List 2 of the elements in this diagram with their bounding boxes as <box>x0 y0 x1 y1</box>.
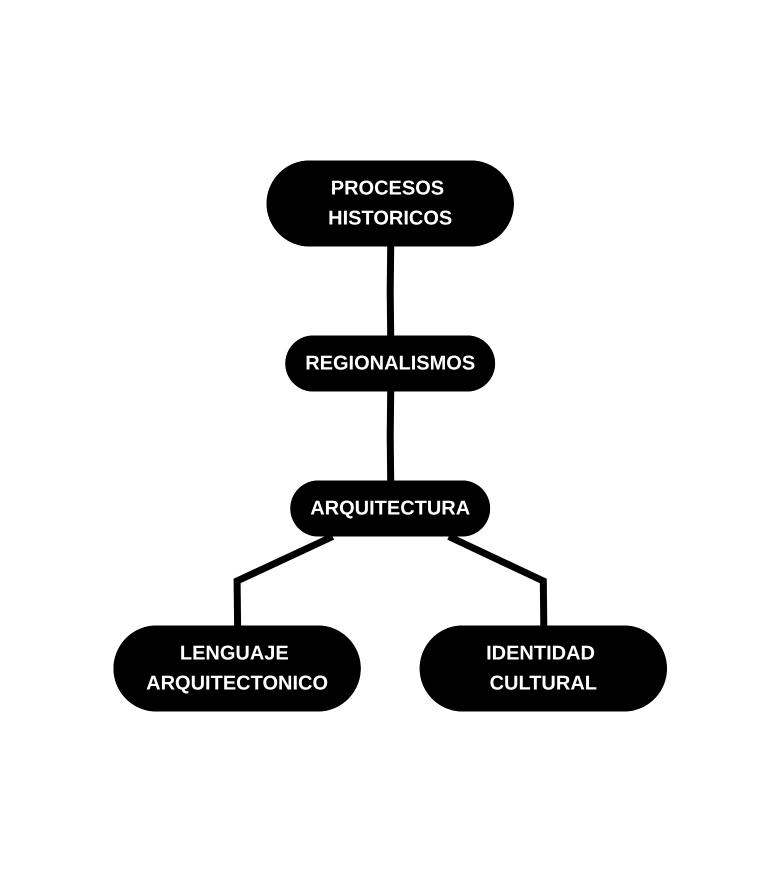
connector <box>386 246 394 337</box>
connector <box>386 391 394 482</box>
